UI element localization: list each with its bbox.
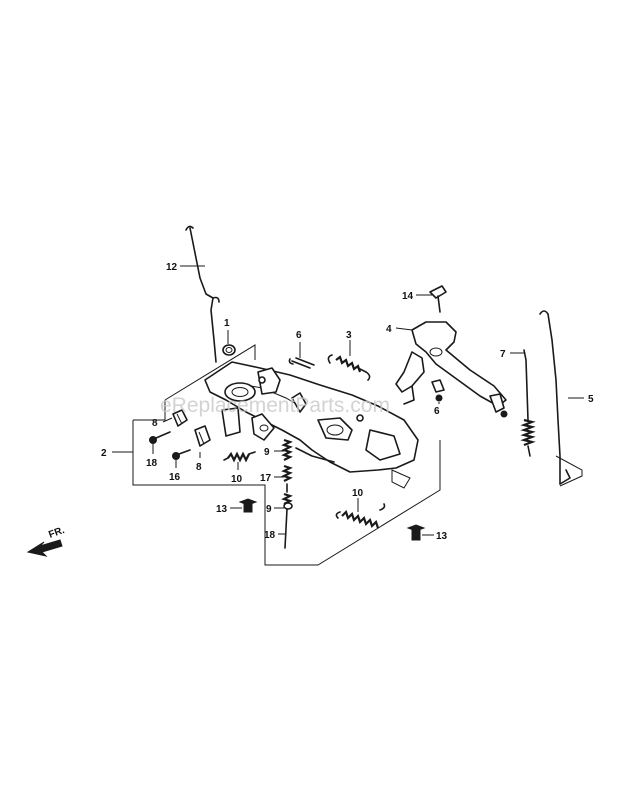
throttle-spring-part-9b[interactable] [281, 492, 293, 505]
callout-labels: 12 1 6 3 14 4 7 5 8 8 2 18 16 10 9 17 9 … [101, 262, 594, 542]
callout-3: 3 [346, 330, 352, 341]
clip-part-8b[interactable] [194, 425, 211, 447]
bolt-part-14[interactable] [429, 285, 447, 313]
choke-rod-part-5[interactable] [539, 310, 583, 487]
front-direction-arrow: FR. [26, 525, 66, 557]
bolt-part-18b[interactable] [283, 502, 293, 549]
callout-18a: 18 [146, 458, 158, 469]
callout-1: 1 [224, 318, 230, 329]
flange-bolt-part-13a[interactable] [238, 498, 258, 513]
callout-8b: 8 [196, 462, 202, 473]
control-base-plate-assembly-2[interactable] [204, 361, 419, 489]
callout-9a: 9 [264, 447, 270, 458]
callout-9b: 9 [266, 504, 272, 515]
callout-8a: 8 [152, 418, 158, 429]
callout-13b: 13 [436, 531, 448, 542]
callout-2: 2 [101, 448, 107, 459]
assembly-bracket-outline [132, 344, 441, 566]
callout-18b: 18 [264, 530, 276, 541]
collar-part-1[interactable] [222, 344, 236, 356]
governor-rod-part-12[interactable] [185, 225, 220, 363]
bolt-part-18a[interactable] [149, 431, 171, 444]
throttle-spring-part-9a[interactable] [281, 438, 293, 461]
callout-17: 17 [260, 473, 272, 484]
link-part-6[interactable] [288, 357, 315, 369]
callout-5: 5 [588, 394, 594, 405]
callout-10a: 10 [231, 474, 243, 485]
clip-part-8a[interactable] [172, 409, 188, 427]
control-spring-part-7[interactable] [520, 349, 536, 457]
front-mark-text: FR. [47, 525, 66, 541]
callout-6b: 6 [434, 406, 440, 417]
return-spring-part-10b[interactable] [335, 503, 386, 529]
callout-12: 12 [166, 262, 178, 273]
watermark-text: eReplacementParts.com [160, 394, 390, 417]
stop-spring-part-17[interactable] [281, 464, 293, 493]
callout-13a: 13 [216, 504, 228, 515]
callout-6: 6 [296, 330, 302, 341]
governor-spring-part-3[interactable] [327, 354, 371, 381]
screw-part-16[interactable] [172, 449, 191, 460]
callout-10b: 10 [352, 488, 364, 499]
flange-bolt-part-13b[interactable] [406, 524, 426, 541]
leader-lines [112, 265, 584, 536]
control-lever-part-4[interactable] [395, 321, 508, 418]
callout-14: 14 [402, 291, 414, 302]
callout-7: 7 [500, 349, 506, 360]
callout-16: 16 [169, 472, 181, 483]
return-spring-part-10a[interactable] [223, 451, 256, 463]
callout-4: 4 [386, 324, 392, 335]
